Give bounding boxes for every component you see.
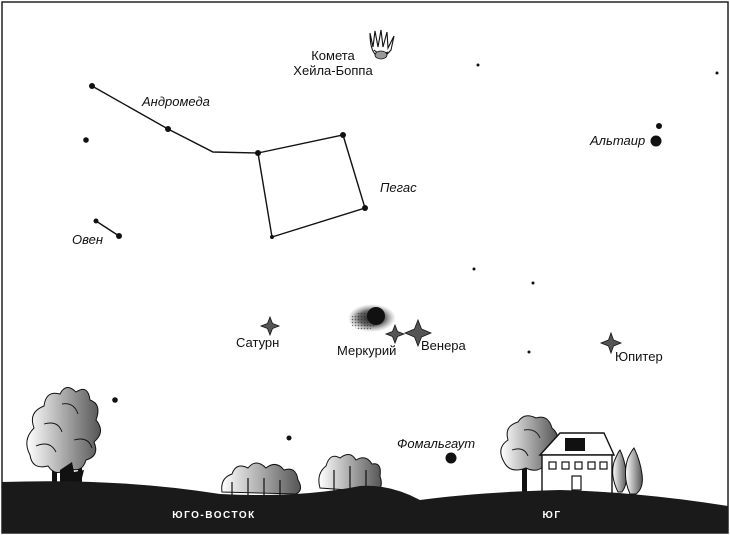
pegasus-star [270,235,274,239]
aries-line [95,220,120,237]
sun-glow [348,304,396,332]
venus-label: Венера [421,338,467,353]
direction-southeast-label: ЮГО-ВОСТОК [172,510,255,521]
mercury-label: Меркурий [337,343,396,358]
aries-star [93,218,99,224]
andromeda-constellation: Андромеда [89,83,259,154]
andromeda-star [89,83,95,89]
andromeda-star [165,126,171,132]
house-wall [541,454,613,496]
direction-south-label: ЮГ [543,510,562,521]
altair-label: Альтаир [589,133,645,148]
star [715,71,719,75]
aries-label: Овен [72,232,103,247]
star [472,267,476,271]
star [112,397,118,403]
mercury: Меркурий [337,323,406,358]
jupiter-label: Юпитер [615,349,663,364]
andromeda-label: Андромеда [141,94,210,109]
venus: Венера [403,318,467,353]
star [476,63,480,67]
andromeda-lines [91,85,259,154]
star [656,123,662,129]
saturn-label: Сатурн [236,335,279,350]
altair-star [650,135,662,147]
ground [2,481,728,533]
star [527,350,531,354]
star [83,137,89,143]
fomalhaut-star [445,452,457,464]
planet-sparkle-icon [599,331,623,355]
background-stars [83,63,719,441]
jupiter: Юпитер [599,331,663,364]
planet-sparkle-icon [403,318,433,348]
comet-icon [369,29,395,60]
planet-sparkle-icon [259,315,281,337]
star [531,281,535,285]
shrubs-middle [221,454,382,496]
house [538,432,616,496]
aries-constellation: Овен [72,218,122,247]
pegasus-label: Пегас [380,180,417,195]
altair: Альтаир [589,133,662,148]
comet-hale-bopp: Комета Хейла-Боппа [293,29,395,78]
house-door [571,475,582,491]
cypress-trees [612,447,643,495]
saturn: Сатурн [236,315,281,350]
tree-left-group [26,387,101,488]
comet-label-line1: Комета [311,48,355,63]
pegasus-star [362,205,368,211]
star [286,435,292,441]
sun-disc [367,307,385,325]
tree-trunk [522,455,527,493]
aries-star [116,233,122,239]
planet-sparkle-icon [384,323,406,345]
fomalhaut: Фомальгаут [397,436,475,464]
house-dormer [565,438,585,451]
fomalhaut-label: Фомальгаут [397,436,475,451]
pegasus-star [255,150,261,156]
pegasus-constellation: Пегас [255,132,417,239]
comet-label-line2: Хейла-Боппа [293,63,373,78]
pegasus-star [340,132,346,138]
